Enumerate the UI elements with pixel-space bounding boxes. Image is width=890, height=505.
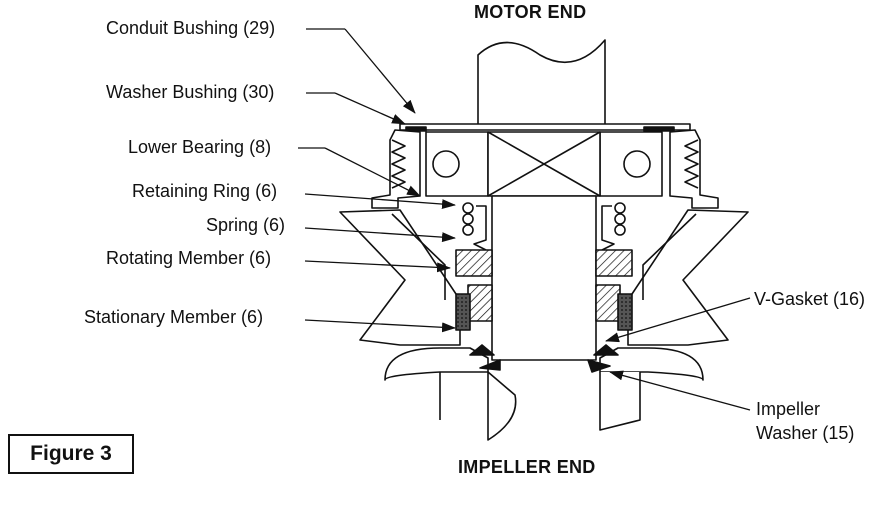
callout-lower-bearing: Lower Bearing (8) [128, 137, 272, 157]
callout-rotating-member: Rotating Member (6) [106, 248, 272, 268]
impeller-end-heading: IMPELLER END [458, 457, 596, 477]
figure-label: Figure 3 [8, 434, 134, 474]
callout-impeller-washer-line1: Impeller [756, 399, 821, 419]
callout-stationary-member: Stationary Member (6) [84, 307, 264, 327]
motor-shaft [477, 39, 606, 125]
callout-spring: Spring (6) [206, 215, 286, 235]
callout-retaining-ring: Retaining Ring (6) [132, 181, 278, 201]
callout-impeller-washer-line2: Washer (15) [756, 423, 855, 443]
impeller [384, 344, 704, 441]
callout-conduit-bushing: Conduit Bushing (29) [106, 18, 276, 38]
callout-v-gasket: V-Gasket (16) [754, 289, 866, 309]
seal-right [595, 202, 633, 331]
callout-leaders [298, 28, 751, 411]
pump-casing [339, 209, 749, 346]
pump-shaft [491, 195, 597, 361]
lower-bearing [425, 131, 663, 197]
motor-end-heading: MOTOR END [474, 2, 587, 22]
top-plate [399, 123, 691, 132]
seal-left [455, 202, 493, 331]
callout-washer-bushing: Washer Bushing (30) [106, 82, 275, 102]
